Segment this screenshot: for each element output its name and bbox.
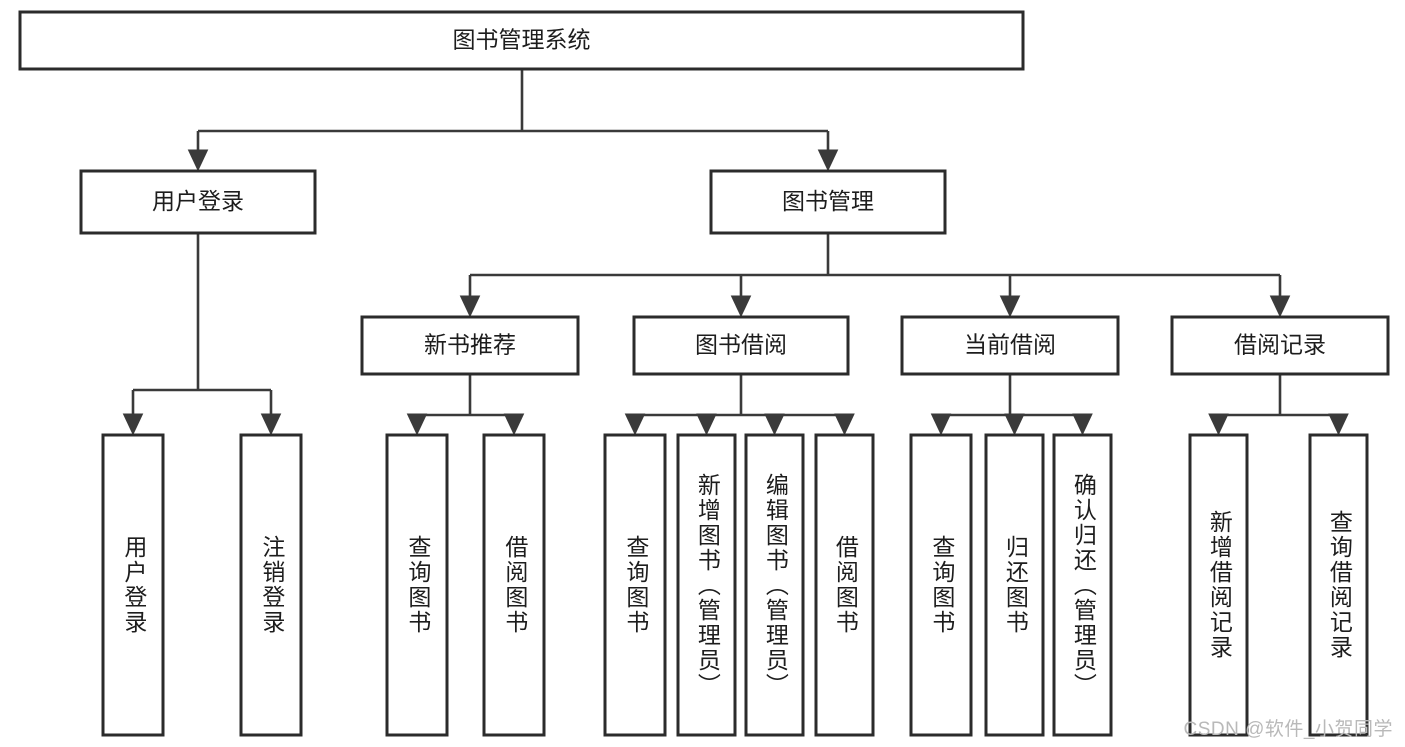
level3-node-0[interactable]: 新书推荐 — [360, 315, 580, 376]
leaf-node-1[interactable] — [239, 433, 303, 737]
level2-node-label-1: 图书管理 — [782, 188, 874, 214]
level3-node-label-2: 当前借阅 — [964, 332, 1056, 358]
level3-node-label-3: 借阅记录 — [1234, 332, 1326, 358]
leaf-node-8[interactable] — [909, 433, 973, 737]
leaf-node-7[interactable] — [814, 433, 875, 737]
leaf-node-11[interactable] — [1188, 433, 1249, 737]
level3-node-2[interactable]: 当前借阅 — [900, 315, 1120, 376]
level2-node-1[interactable]: 图书管理 — [709, 169, 947, 235]
leaf-node-3[interactable] — [482, 433, 546, 737]
level3-node-label-0: 新书推荐 — [424, 332, 516, 358]
leaf-node-9[interactable] — [984, 433, 1045, 737]
watermark-text: CSDN @软件_小贺同学 — [1183, 719, 1393, 740]
leaf-node-4[interactable] — [603, 433, 667, 737]
level3-node-1[interactable]: 图书借阅 — [632, 315, 850, 376]
leaf-node-2[interactable] — [385, 433, 449, 737]
leaf-node-6[interactable] — [744, 433, 805, 737]
level2-node-label-0: 用户登录 — [152, 188, 244, 214]
leaf-node-5[interactable] — [676, 433, 737, 737]
root-node[interactable]: 图书管理系统 — [18, 10, 1025, 71]
leaf-node-0[interactable] — [101, 433, 165, 737]
level3-node-3[interactable]: 借阅记录 — [1170, 315, 1390, 376]
root-node-label: 图书管理系统 — [453, 27, 591, 53]
level2-node-0[interactable]: 用户登录 — [79, 169, 317, 235]
leaf-node-10[interactable] — [1052, 433, 1113, 737]
leaf-node-12[interactable] — [1308, 433, 1369, 737]
level3-node-label-1: 图书借阅 — [695, 332, 787, 358]
connector-lines — [122, 69, 1349, 436]
